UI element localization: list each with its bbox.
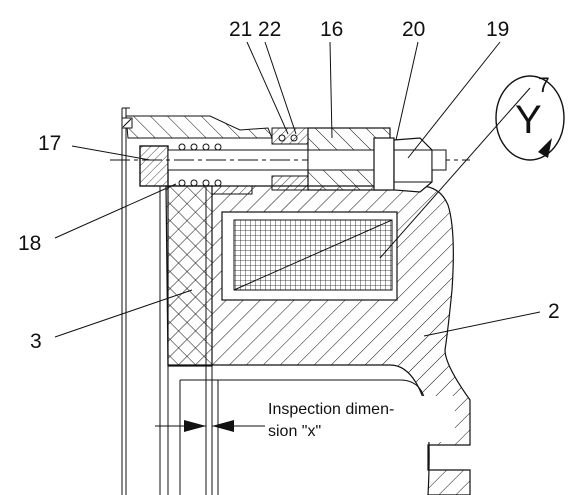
housing-top-section [125, 115, 273, 139]
callout-16: 16 [320, 18, 343, 41]
flange-shoulder [211, 185, 253, 195]
inspection-note-line1: Inspection dimen- [268, 401, 394, 418]
hex-nut-19 [373, 137, 447, 193]
spring-18 [178, 143, 222, 187]
leader-lines [54, 41, 541, 338]
callout-22: 22 [258, 18, 281, 41]
callout-19: 19 [486, 18, 509, 41]
callout-17: 17 [38, 132, 61, 155]
armature-plate [167, 185, 213, 367]
housing-left-edge [121, 107, 130, 495]
inspection-note-line2: sion "x" [268, 423, 321, 440]
view-y-marker: Y [495, 75, 565, 161]
friction-disk [159, 186, 219, 495]
callout-2: 2 [548, 300, 560, 323]
view-y-letter: Y [515, 98, 542, 142]
callout-3: 3 [30, 330, 42, 353]
callout-18: 18 [18, 232, 41, 255]
callout-21: 21 [229, 18, 252, 41]
callout-20: 20 [402, 18, 425, 41]
seal-ring [271, 127, 309, 191]
callout-7: 7 [538, 74, 550, 97]
